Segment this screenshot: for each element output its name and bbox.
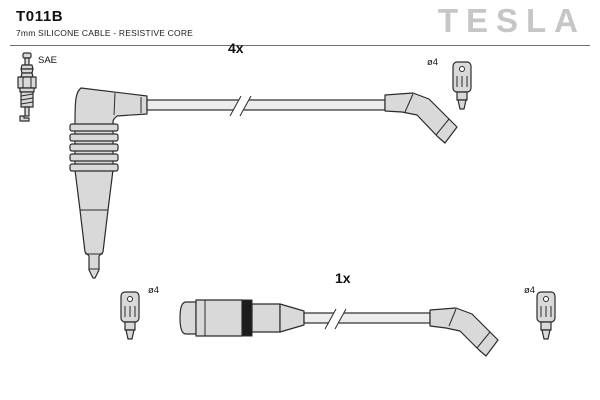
top-cable-drawing (69, 87, 458, 279)
cable-line (303, 308, 431, 330)
straight-boot (179, 299, 305, 337)
bottom-right-terminal-dia-label: ø4 (524, 285, 536, 296)
header-divider (10, 45, 590, 46)
top-terminal-dia-label: ø4 (427, 57, 439, 68)
cable-line (146, 95, 386, 117)
elbow-boot (69, 87, 148, 279)
brand-logo: TESLA (437, 2, 586, 39)
bottom-cable-qty-label: 1x (335, 270, 351, 286)
spark-plug-icon (17, 52, 37, 122)
bottom-left-terminal-dia-label: ø4 (148, 285, 160, 296)
cable-spec: 7mm SILICONE CABLE - RESISTIVE CORE (16, 28, 194, 38)
angled-boot (429, 307, 499, 357)
bottom-cable-drawing (179, 299, 499, 357)
angled-boot (384, 92, 458, 144)
terminal-icon-top (452, 61, 472, 110)
terminal-icon-bottom-left (120, 291, 140, 340)
cable-break-icon (328, 312, 344, 325)
sae-label: SAE (38, 55, 58, 66)
top-cable-qty-label: 4x (228, 40, 244, 56)
part-number: T011B (16, 8, 64, 25)
terminal-icon-bottom-right (536, 291, 556, 340)
cable-break-icon (233, 99, 249, 112)
